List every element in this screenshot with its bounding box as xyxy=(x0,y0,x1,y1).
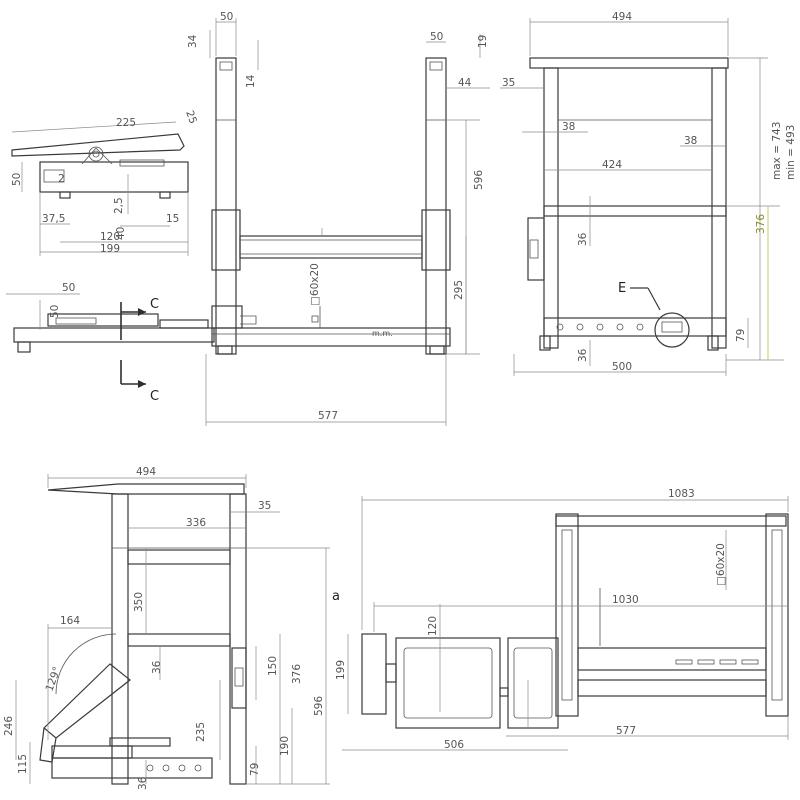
dim-bside-arm: 164 xyxy=(60,615,80,627)
dim-bside-angle: 129° xyxy=(44,665,64,693)
dim-front-bar: 36 xyxy=(577,232,589,246)
dim-top-height: 34 xyxy=(187,34,199,48)
dim-front-inner: 424 xyxy=(602,159,622,171)
dim-pedal-mid: 40 xyxy=(115,227,127,240)
note-plan-tube: □60x20 xyxy=(715,543,727,586)
dim-plan-seat: 120 xyxy=(427,616,439,636)
dim-bside-height: 596 xyxy=(313,696,325,716)
dim-tube-height: 295 xyxy=(453,280,465,300)
dim-front-base-width: 500 xyxy=(612,361,632,373)
dim-bside-mid: 150 xyxy=(267,656,279,676)
dim-slot: 14 xyxy=(245,74,257,88)
plan-label-a: a xyxy=(332,589,340,604)
dim-bside-offset: 35 xyxy=(258,500,271,512)
dim-bside-seat: 376 xyxy=(291,664,303,684)
dim-offset: 44 xyxy=(458,77,472,89)
dim-plan-base: 577 xyxy=(616,725,636,737)
dim-pedal-right: 15 xyxy=(166,213,179,225)
dim-front-width: 494 xyxy=(612,11,632,23)
dim-bside-rail: 36 xyxy=(151,660,163,674)
dim-right-column-width: 50 xyxy=(430,31,443,43)
height-min: min = 493 xyxy=(785,125,797,180)
dim-plan-total: 1083 xyxy=(668,488,695,500)
dim-bside-foot: 79 xyxy=(249,763,261,776)
dim-column-width: 50 xyxy=(220,11,233,23)
pedal-detail-view: 225 25 50 2 2,5 37,5 40 15 120 199 xyxy=(11,109,199,256)
dim-pedal-tilt: 25 xyxy=(183,109,199,126)
dim-bside-low: 190 xyxy=(279,736,291,756)
dim-front-foot: 79 xyxy=(735,329,747,342)
dim-bside-inner: 336 xyxy=(186,517,206,529)
dim-sled-offset: 50 xyxy=(62,282,75,294)
dim-pedal-total: 199 xyxy=(100,243,120,255)
dim-plan-pedal-width: 199 xyxy=(335,660,347,680)
dim-column-height: 596 xyxy=(473,170,485,190)
side-view-bottom: 494 35 336 350 164 36 150 376 596 235 19… xyxy=(3,466,330,790)
dim-pedal-length: 225 xyxy=(116,117,136,129)
note-tube-section: □60x20 xyxy=(309,263,321,306)
dim-bside-pedal-height: 246 xyxy=(3,716,15,736)
dim-front-overhang: 35 xyxy=(502,77,515,89)
dim-cap: 19 xyxy=(477,35,489,48)
dim-pedal-height: 50 xyxy=(11,173,23,186)
dim-front-base: 36 xyxy=(577,348,589,362)
dim-plan-inner: 1030 xyxy=(612,594,639,606)
height-max: max = 743 xyxy=(771,122,783,180)
plan-view: 1083 1030 199 120 506 577 □60x20 a xyxy=(332,488,789,751)
dim-front-left-post: 38 xyxy=(562,121,575,133)
side-view-top xyxy=(6,18,490,426)
dim-bside-frame: 350 xyxy=(133,592,145,612)
dim-sled-height: 50 xyxy=(49,305,61,318)
front-view-top: 494 35 38 38 424 36 36 79 500 376 max = … xyxy=(500,11,797,376)
section-label-bottom: C xyxy=(150,389,159,404)
dim-bside-pedal-low: 115 xyxy=(17,754,29,774)
dim-pedal-gap: 2 xyxy=(58,173,65,185)
dim-pedal-step: 2,5 xyxy=(113,197,125,214)
dim-front-seat-height: 376 xyxy=(755,214,767,234)
dim-bside-base: 36 xyxy=(137,776,149,790)
dim-bside-pedal: 235 xyxy=(195,722,207,742)
note-mm: m.m. xyxy=(372,329,393,338)
dim-pedal-span: 120 xyxy=(100,231,120,243)
side-view-top-dims: 50 34 14 50 19 44 596 295 577 50 50 □60x… xyxy=(49,11,489,422)
dim-base-length: 577 xyxy=(318,410,338,422)
dim-pedal-left: 37,5 xyxy=(42,213,65,225)
detail-label-e: E xyxy=(618,281,626,296)
dim-front-right-post: 38 xyxy=(684,135,697,147)
section-label-top: C xyxy=(150,297,159,312)
dim-bside-width: 494 xyxy=(136,466,156,478)
dim-plan-front: 506 xyxy=(444,739,464,751)
